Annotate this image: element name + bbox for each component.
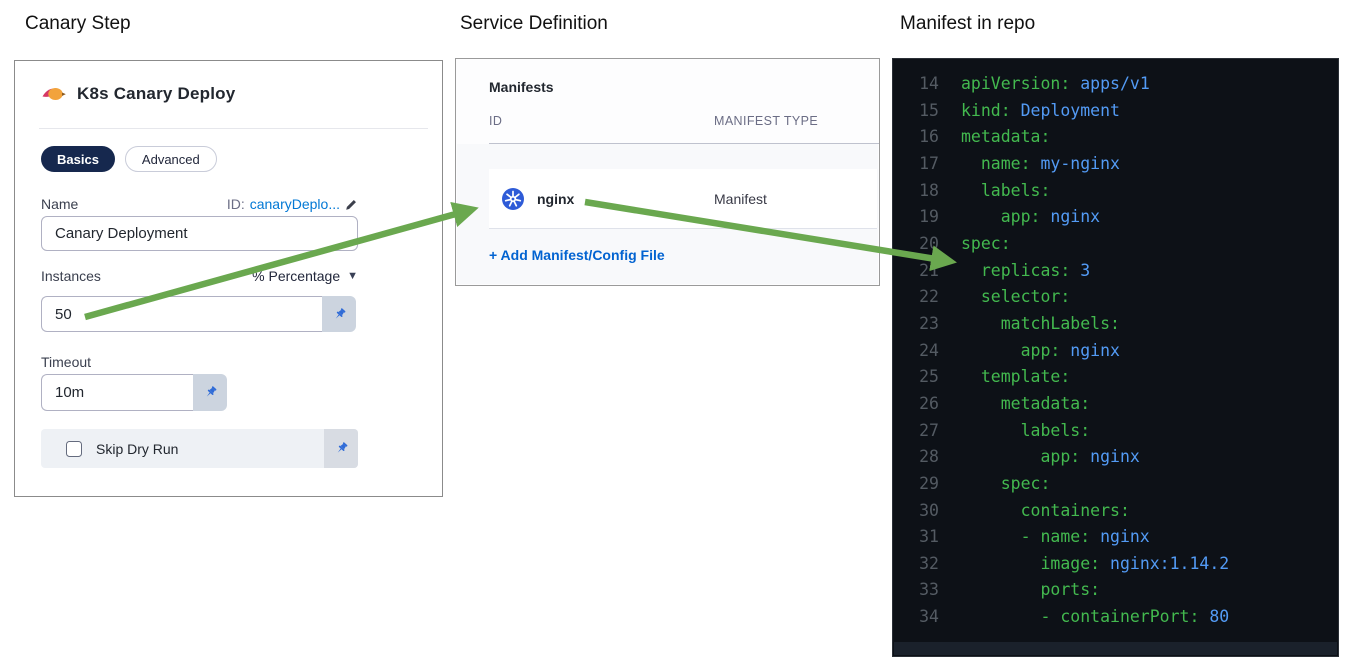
- add-manifest-link[interactable]: + Add Manifest/Config File: [489, 247, 665, 263]
- code-line: 26 metadata:: [919, 393, 1091, 413]
- instances-unit-dropdown[interactable]: % Percentage ▼: [252, 268, 358, 284]
- code-line: 21 replicas: 3: [919, 260, 1091, 280]
- canary-step-panel: K8s Canary Deploy Basics Advanced Name I…: [14, 60, 443, 497]
- canary-step-title: Canary Step: [25, 13, 131, 34]
- chevron-down-icon: ▼: [347, 270, 358, 282]
- step-id-link[interactable]: canaryDeplo...: [249, 196, 340, 212]
- manifest-in-repo-title: Manifest in repo: [900, 13, 1036, 34]
- code-line: 19 app: nginx: [919, 207, 1101, 227]
- id-label: ID:: [226, 196, 245, 212]
- pin-icon: [203, 385, 218, 400]
- code-line: 25 template:: [919, 367, 1071, 387]
- skip-dry-run-label: Skip Dry Run: [96, 440, 179, 457]
- kubernetes-icon: [501, 187, 525, 211]
- code-line: 17 name: my-nginx: [919, 153, 1120, 173]
- manifests-header: Manifests: [489, 79, 554, 95]
- canary-bird-icon: [41, 83, 67, 105]
- code-line: 32 image: nginx:1.14.2: [919, 553, 1230, 573]
- code-line: 23 matchLabels:: [919, 313, 1120, 333]
- pin-icon: [334, 441, 349, 456]
- code-line: 29 spec:: [919, 473, 1051, 493]
- name-label: Name: [41, 196, 79, 212]
- skip-dry-run-checkbox[interactable]: [66, 440, 82, 457]
- step-title: K8s Canary Deploy: [77, 84, 236, 103]
- pin-toggle-instances[interactable]: [322, 296, 356, 332]
- edit-pencil-icon[interactable]: [345, 198, 358, 211]
- instances-unit-label: % Percentage: [252, 268, 341, 284]
- code-line: 31 - name: nginx: [919, 527, 1150, 547]
- code-line: 33 ports:: [919, 580, 1101, 600]
- instances-label: Instances: [41, 268, 101, 284]
- timeout-label: Timeout: [41, 354, 92, 370]
- tab-advanced[interactable]: Advanced: [124, 146, 217, 172]
- code-line: 28 app: nginx: [919, 447, 1140, 467]
- code-line: 34 - containerPort: 80: [919, 607, 1230, 627]
- instances-row: Instances % Percentage ▼: [41, 268, 358, 284]
- pin-toggle-skip-dry-run[interactable]: [324, 429, 358, 468]
- manifest-id-cell: nginx: [537, 190, 575, 207]
- pin-toggle-timeout[interactable]: [193, 374, 227, 411]
- horizontal-scrollbar[interactable]: [894, 642, 1337, 655]
- instances-input-group: [41, 296, 356, 332]
- code-line: 18 labels:: [919, 180, 1051, 200]
- code-line: 22 selector:: [919, 287, 1071, 307]
- column-header-manifest-type: MANIFEST TYPE: [714, 114, 819, 128]
- name-input[interactable]: [41, 216, 358, 251]
- name-row: Name ID: canaryDeplo...: [41, 196, 358, 212]
- manifest-table-row[interactable]: nginx Manifest: [489, 169, 877, 229]
- skip-dry-run-row: Skip Dry Run: [41, 429, 358, 468]
- column-header-id: ID: [489, 114, 503, 128]
- code-line: 30 containers:: [919, 500, 1130, 520]
- tab-bar: Basics Advanced: [41, 146, 217, 172]
- service-definition-panel: Manifests ID MANIFEST TYPE: [455, 58, 880, 286]
- service-definition-title: Service Definition: [460, 13, 608, 34]
- code-line: 24 app: nginx: [919, 340, 1120, 360]
- manifest-type-cell: Manifest: [714, 190, 767, 207]
- step-header: K8s Canary Deploy: [41, 83, 235, 105]
- pin-icon: [332, 307, 347, 322]
- table-header-divider: [489, 143, 879, 144]
- code-line: 27 labels:: [919, 420, 1091, 440]
- step-id-group: ID: canaryDeplo...: [227, 196, 358, 212]
- timeout-input-group: [41, 374, 227, 411]
- instances-input[interactable]: [41, 296, 322, 332]
- timeout-input[interactable]: [41, 374, 193, 411]
- tab-basics[interactable]: Basics: [41, 146, 115, 172]
- header-divider: [39, 128, 428, 129]
